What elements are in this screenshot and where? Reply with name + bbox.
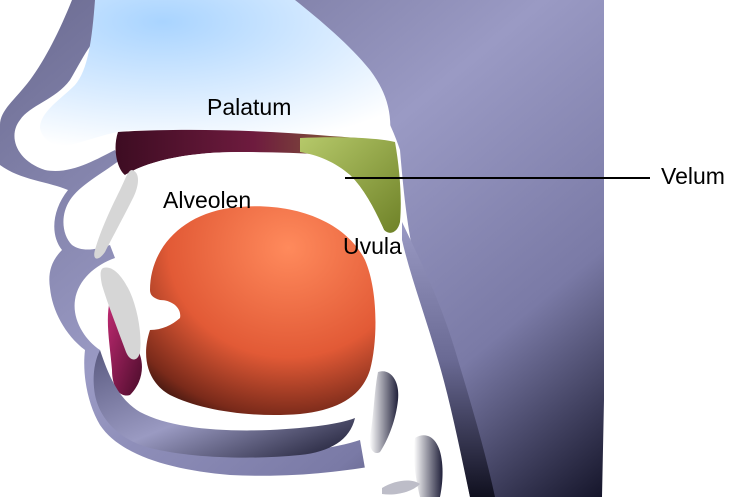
label-alveolen: Alveolen: [163, 189, 251, 212]
tongue: [146, 206, 375, 415]
label-palatum: Palatum: [207, 96, 291, 119]
label-uvula: Uvula: [343, 235, 402, 258]
label-velum: Velum: [661, 165, 725, 188]
